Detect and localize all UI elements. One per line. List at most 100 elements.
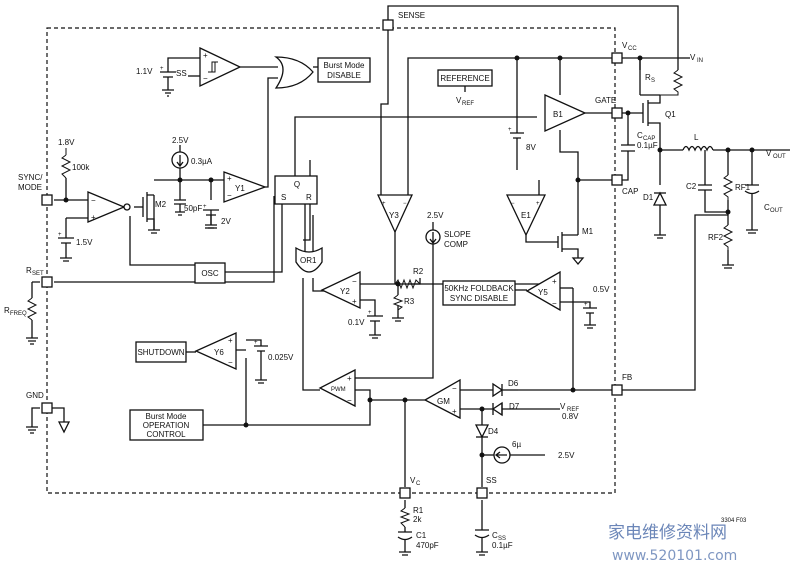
svg-text:+: +: [382, 201, 386, 207]
amp-y5: + − Y5: [525, 270, 561, 312]
slope-label-2: COMP: [444, 240, 468, 249]
svg-text:+: +: [536, 201, 540, 207]
svg-text:+: +: [254, 340, 258, 346]
cout-label: C: [764, 203, 770, 212]
m2-transistor: M2: [142, 192, 167, 234]
svg-text:−: −: [203, 74, 208, 83]
fb-label: FB: [622, 373, 632, 382]
svg-text:+: +: [352, 297, 357, 306]
diodes: D6 D7 D4 D1: [474, 191, 668, 439]
v1-5-label: 1.5V: [76, 238, 93, 247]
sync-comparator: − +: [87, 191, 131, 223]
amp-y1: + − Y1: [223, 171, 267, 203]
vref2-label: V: [560, 402, 566, 411]
css-label: C: [492, 531, 498, 540]
latch-r-label: R: [306, 193, 312, 202]
y5-label: Y5: [538, 288, 548, 297]
c1-label: C1: [416, 531, 427, 540]
vref-sub-label: REF: [462, 101, 474, 107]
grounds: [26, 227, 758, 434]
amp-pwm: + − PWM: [318, 368, 356, 408]
vin-label: V: [690, 53, 696, 62]
svg-text:−: −: [347, 396, 352, 405]
slope-label-1: SLOPE: [444, 230, 471, 239]
i0-3-label: 0.3µA: [191, 157, 213, 166]
amp-gm: − + GM: [423, 378, 461, 420]
reference-label: REFERENCE: [440, 74, 489, 83]
ss-pin-label: SS: [486, 476, 497, 485]
m2-label: M2: [155, 200, 167, 209]
latch-s-label: S: [281, 193, 286, 202]
burst-ctrl-label-3: CONTROL: [146, 430, 186, 439]
pin-sense: [382, 19, 394, 31]
r1-label: R1: [413, 506, 424, 515]
sense-label: SENSE: [398, 11, 425, 20]
pin-gnd: [41, 402, 53, 414]
pin-labels: SENSE V CC GATE CAP FB SYNC/ MODE R SET …: [18, 11, 638, 487]
svg-text:+: +: [203, 51, 208, 60]
svg-text:+: +: [58, 232, 62, 238]
ccap-sub-label: CAP: [643, 136, 655, 142]
pin-sync: [41, 194, 53, 206]
v0-5-label: 0.5V: [593, 285, 610, 294]
v0-8-label: 0.8V: [562, 412, 579, 421]
c1-value-label: 470pF: [416, 541, 439, 550]
v2-5b-label: 2.5V: [427, 211, 444, 220]
burst-control-block: Burst Mode OPERATION CONTROL: [129, 409, 204, 441]
css-sub-label: SS: [498, 536, 506, 542]
b1-label: B1: [553, 110, 563, 119]
svg-text:+: +: [160, 66, 164, 72]
pin-ss: [476, 487, 488, 499]
amp-e1: − + E1: [505, 194, 547, 237]
y6-label: Y6: [214, 348, 224, 357]
foldback-block: 50KHz FOLDBACK SYNC DISABLE: [442, 280, 516, 306]
rfreq-sub-label: FREQ: [10, 311, 27, 317]
osc-label: OSC: [201, 269, 219, 278]
svg-text:−: −: [227, 191, 232, 200]
reference-block: REFERENCE V REF: [437, 69, 493, 107]
c50p-label: 50pF: [184, 204, 202, 213]
r2-label: R2: [413, 267, 424, 276]
y3-label: Y3: [389, 211, 399, 220]
rfreq-label: R: [4, 306, 10, 315]
batteries: + + + + + + +: [58, 66, 597, 384]
vin-sub-label: IN: [697, 58, 703, 64]
foldback-label-2: SYNC DISABLE: [450, 294, 508, 303]
svg-text:+: +: [347, 374, 352, 383]
value-labels: 1.8V 100k 1.5V 2.5V 0.3µA 50pF 2V 8V 2.5…: [58, 53, 786, 550]
svg-text:−: −: [511, 201, 515, 207]
cap-label: CAP: [622, 187, 638, 196]
y1-label: Y1: [235, 184, 245, 193]
vout-sub-label: OUT: [773, 154, 786, 160]
sync-label: SYNC/: [18, 173, 43, 182]
pin-vc: [399, 487, 411, 499]
v8-label: 8V: [526, 143, 536, 152]
vref2-sub-label: REF: [567, 407, 579, 413]
pwm-label: PWM: [331, 387, 346, 393]
watermark: 家电维修资料网 www.520101.com: [608, 523, 737, 564]
pin-cap: [611, 174, 623, 186]
svg-text:−: −: [552, 299, 557, 308]
svg-text:−: −: [352, 277, 357, 286]
burst-ctrl-label-2: OPERATION: [143, 421, 190, 430]
wires: [31, 5, 790, 552]
vc-sub-label: C: [416, 481, 421, 487]
pin-gate: [611, 107, 623, 119]
shutdown-label: SHUTDOWN: [137, 348, 184, 357]
burst-disable-label-1: Burst Mode: [324, 61, 365, 70]
gm-label: GM: [437, 397, 450, 406]
current-sources: [171, 145, 511, 464]
ic-boundary: [46, 27, 616, 494]
resistors: [26, 69, 734, 528]
svg-text:−: −: [403, 201, 407, 207]
rf2-label: RF2: [708, 233, 724, 242]
svg-text:+: +: [452, 407, 457, 416]
latch-q-label: Q: [294, 180, 300, 189]
osc-block: OSC: [194, 262, 226, 284]
v2-5a-label: 2.5V: [172, 136, 189, 145]
svg-text:−: −: [452, 384, 457, 393]
svg-text:+: +: [91, 213, 96, 222]
junctions: [63, 55, 755, 458]
ccap-value-label: 0.1µF: [637, 141, 658, 150]
